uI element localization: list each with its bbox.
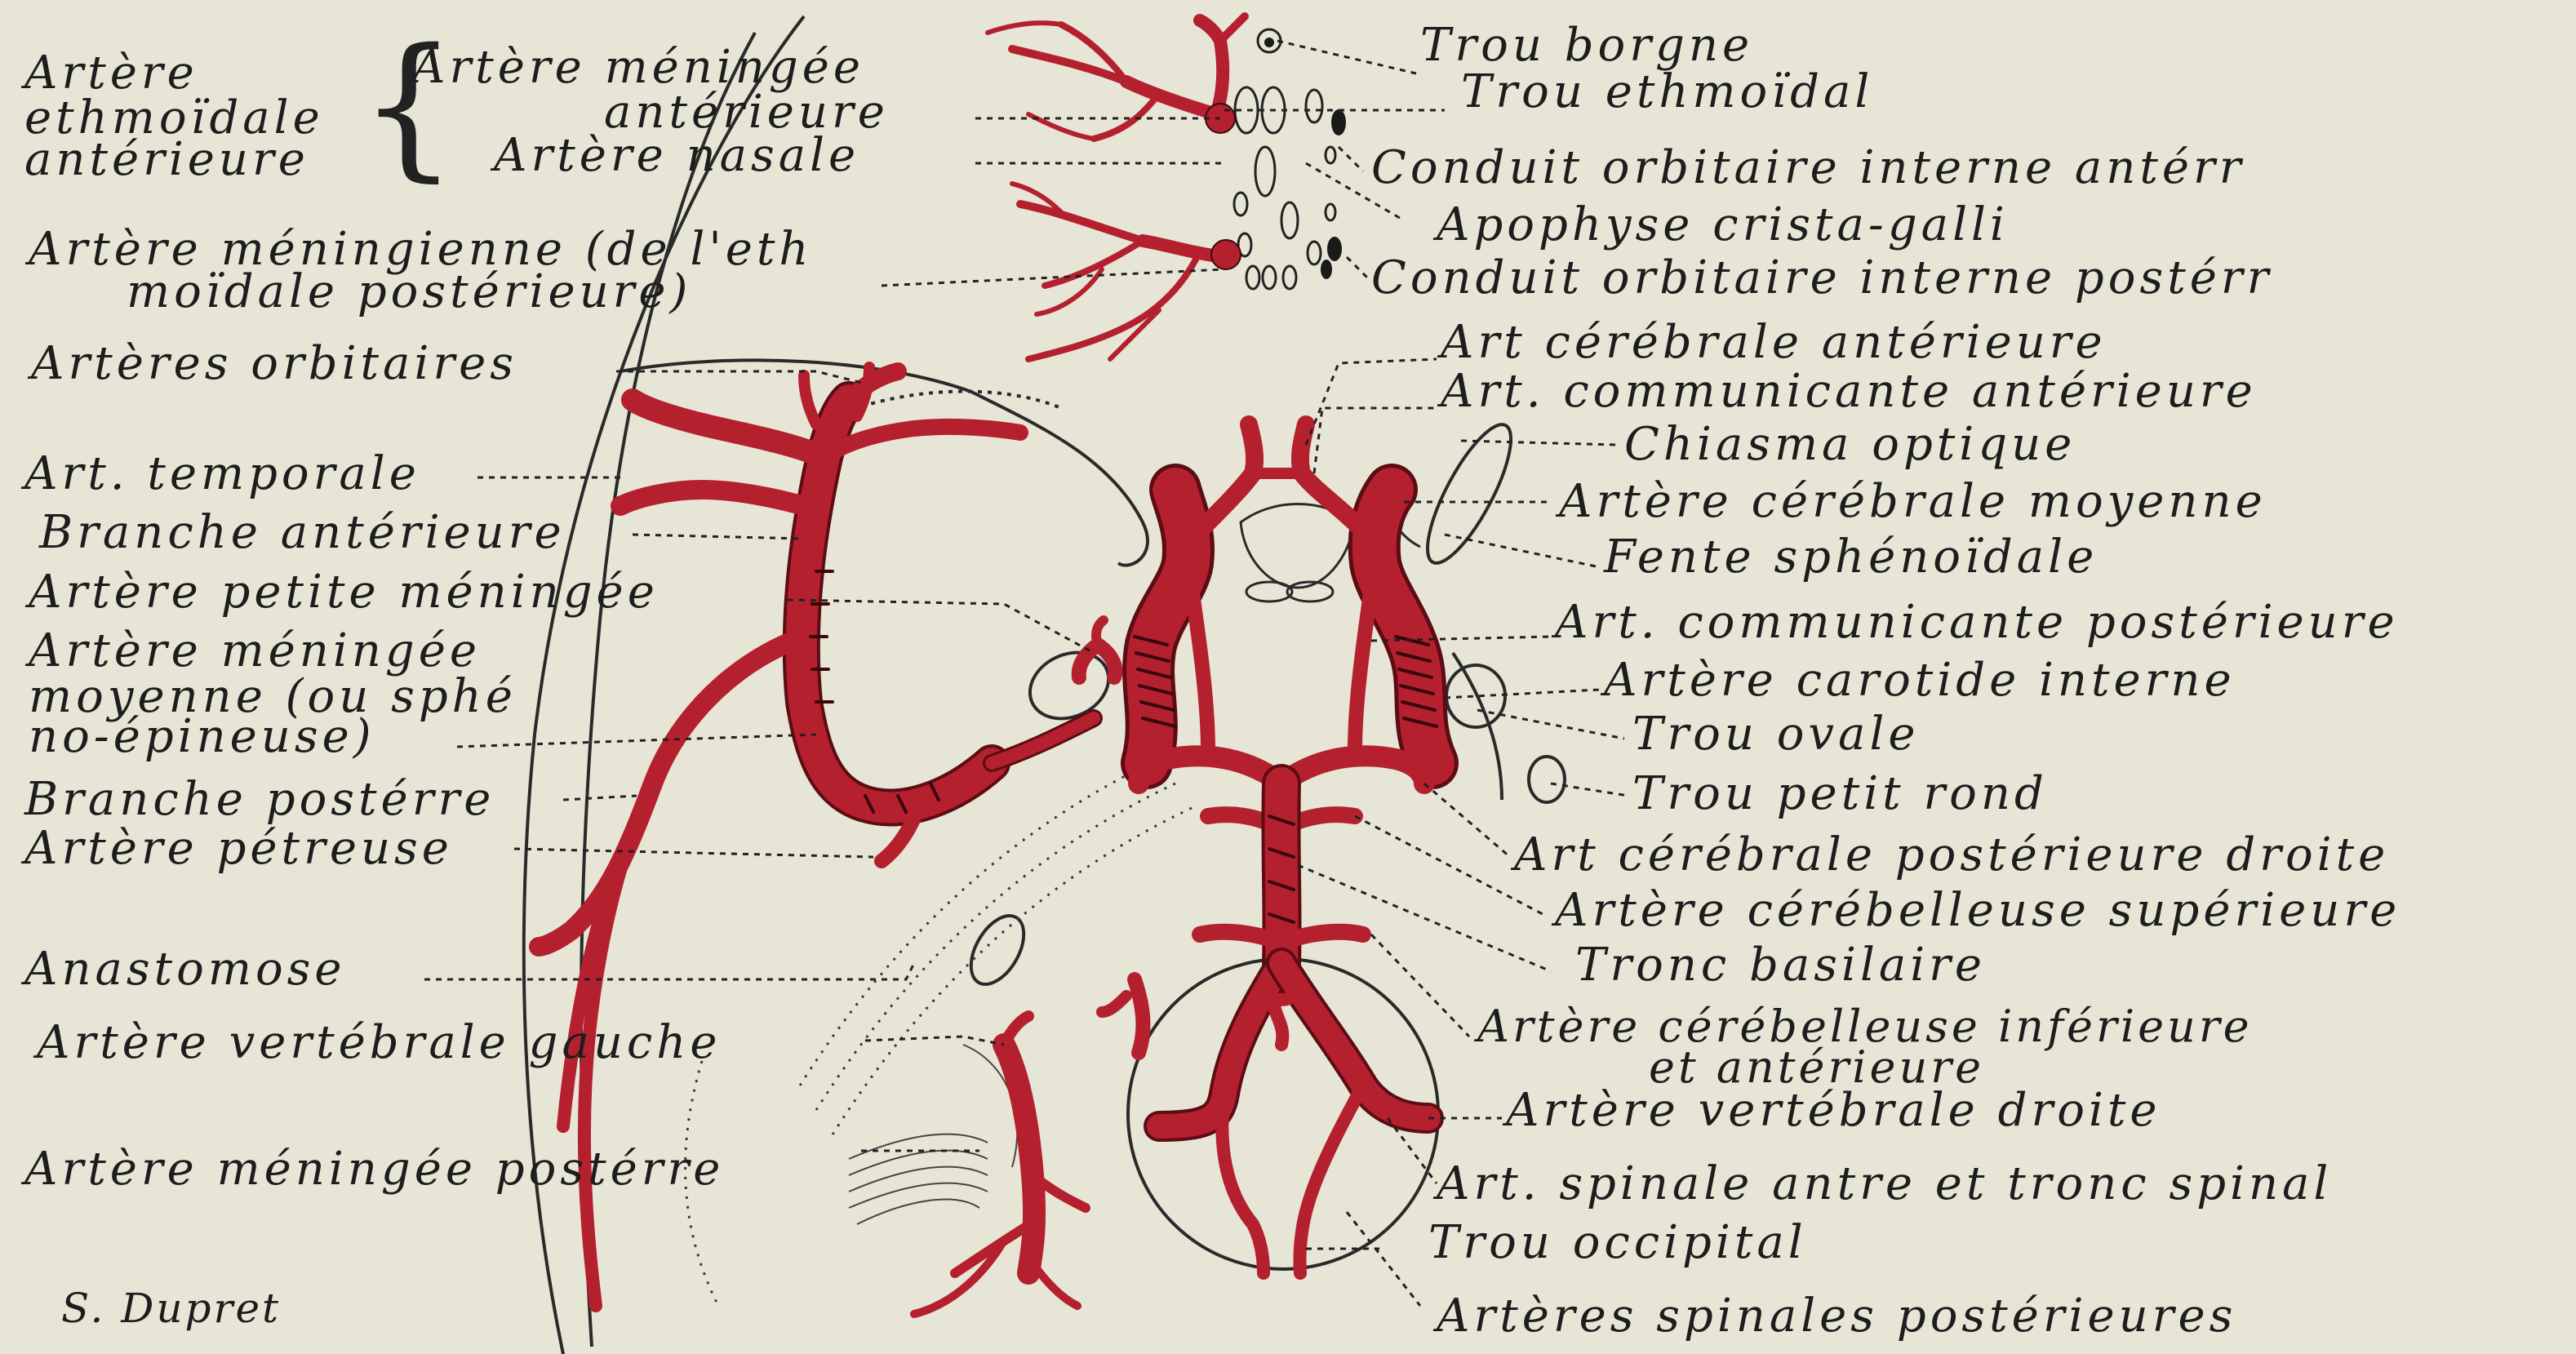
label-art-cerebrale-anterieure: Art cérébrale antérieure	[1441, 320, 2107, 366]
label-artere-meningienne-2: moïdale postérieure)	[127, 269, 691, 315]
label-art-cerebrale-posterieure-droite: Art cérébrale postérieure droite	[1514, 832, 2389, 878]
label-artere-meningee-posterieure: Artère méningée postérre	[24, 1147, 724, 1192]
label-artere-petite-meningee: Artère petite méningée	[29, 570, 659, 615]
label-artere-meningee-moyenne-3: no-épineuse)	[29, 714, 375, 760]
label-apophyse-crista-galli: Apophyse crista-galli	[1437, 202, 2009, 248]
spinales	[1222, 1085, 1363, 1273]
petite-meningee-artery	[1079, 620, 1116, 677]
label-artere-cerebrale-moyenne: Artère cérébrale moyenne	[1559, 479, 2267, 525]
label-conduit-orbitaire-posterieur: Conduit orbitaire interne postérr	[1371, 255, 2272, 301]
communicantes-posterieures	[1192, 588, 1371, 751]
label-trou-ethmoidal: Trou ethmoïdal	[1461, 69, 1873, 115]
label-anastomose: Anastomose	[24, 947, 346, 992]
artery-hatching	[811, 571, 1437, 922]
label-arteres-orbitaires: Artères orbitaires	[31, 341, 517, 387]
orbital-roof-outline	[620, 360, 1148, 565]
fente-sphenoidale-right	[1413, 415, 1526, 573]
label-artere-cerebelleuse-superieure: Artère cérébelleuse supérieure	[1555, 888, 2401, 934]
label-art-temporale: Art. temporale	[24, 451, 420, 497]
label-trou-occipital: Trou occipital	[1428, 1220, 1807, 1266]
label-artere-vertebrale-gauche: Artère vertébrale gauche	[37, 1020, 721, 1066]
label-artere-ethmoidale-3: antérieure	[24, 137, 309, 183]
label-fente-sphenoidale: Fente sphénoïdale	[1604, 535, 2098, 580]
label-artere-meningee-anterieure-1: Artère méningée	[412, 45, 864, 91]
vertebrales	[1159, 963, 1428, 1126]
vertebrale-gauche	[914, 1016, 1086, 1314]
label-art-spinale-anterieure: Art. spinale antre et tronc spinal	[1437, 1161, 2332, 1207]
label-artere-petreuse: Artère pétreuse	[24, 826, 453, 872]
petrous-ridge	[686, 759, 1192, 1306]
label-artere-ethmoidale-1: Artère	[24, 51, 198, 96]
label-tronc-basilaire: Tronc basilaire	[1575, 943, 1986, 988]
trou-petit-rond-right	[1529, 757, 1565, 802]
anastomose-branch	[1102, 979, 1143, 1053]
label-branche-posterieure: Branche postérre	[24, 777, 495, 823]
ethmoid-nodes	[1206, 104, 1241, 269]
label-trou-ovale: Trou ovale	[1632, 712, 1920, 757]
label-artere-meningee-moyenne-1: Artère méningée	[29, 628, 481, 674]
label-arteres-spinales-posterieures: Artères spinales postérieures	[1437, 1294, 2236, 1339]
label-art-communicante-anterieure: Art. communicante antérieure	[1441, 369, 2257, 415]
label-art-communicante-posterieure: Art. communicante postérieure	[1555, 600, 2399, 646]
cerebrales-anterieures	[1200, 424, 1363, 531]
ethmoid-plate	[1234, 29, 1335, 289]
label-conduit-orbitaire-anterieur: Conduit orbitaire interne antérr	[1371, 145, 2245, 191]
artist-signature: S. Dupret	[61, 1285, 281, 1331]
label-trou-petit-rond: Trou petit rond	[1632, 771, 2048, 817]
occipital-condyle-hatch	[849, 1045, 1017, 1224]
label-trou-borgne: Trou borgne	[1420, 23, 1753, 69]
arteries	[539, 16, 1437, 1314]
label-chiasma-optique: Chiasma optique	[1624, 422, 2076, 468]
label-artere-vertebrale-droite: Artère vertébrale droite	[1506, 1088, 2161, 1134]
label-branche-anterieure: Branche antérieure	[39, 510, 566, 556]
label-artere-carotide-interne: Artère carotide interne	[1604, 658, 2236, 704]
label-artere-nasale: Artère nasale	[494, 133, 859, 179]
